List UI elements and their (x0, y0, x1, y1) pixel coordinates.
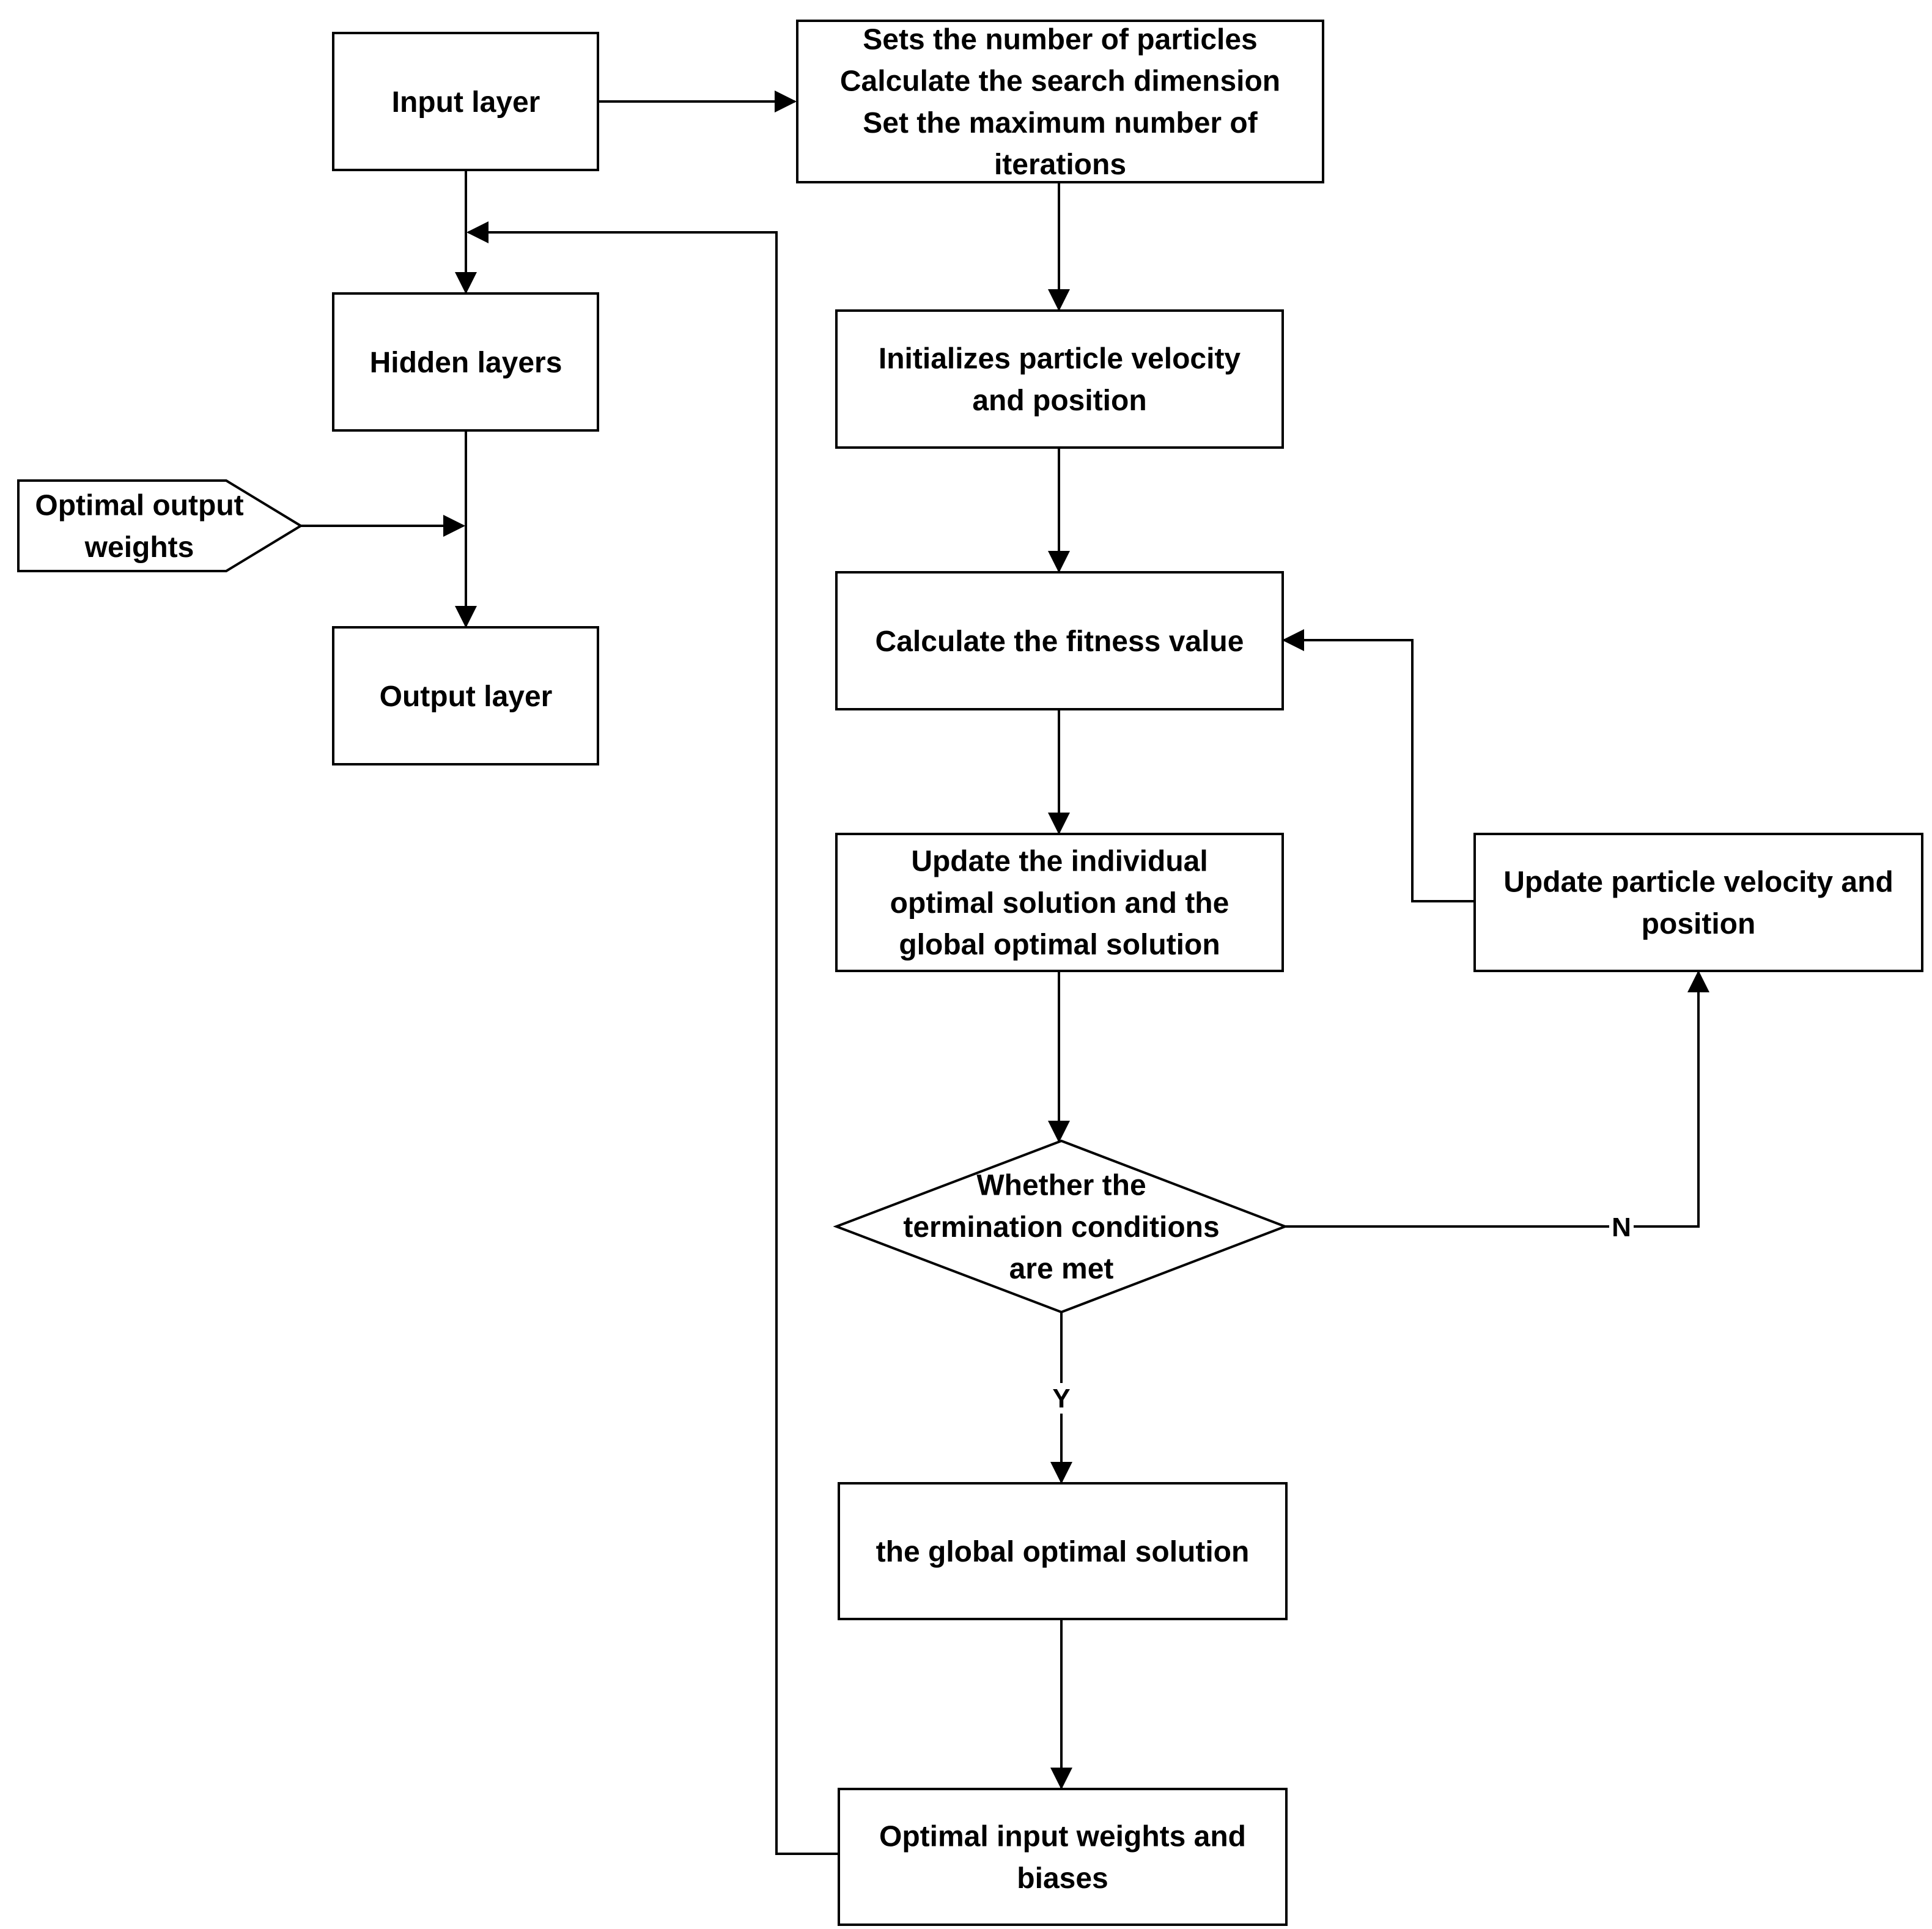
node-text-line: position (1642, 908, 1756, 940)
node-text-line: Optimal input weights and (879, 1821, 1246, 1853)
node-optimal-input: Optimal input weights and biases (838, 1788, 1288, 1926)
edge-label-no: N (1612, 1212, 1631, 1242)
node-fitness: Calculate the fitness value (835, 571, 1284, 710)
connectors (301, 90, 1709, 1855)
node-update-solutions-text: Update the individual optimal solution an… (890, 846, 1230, 961)
node-hidden-layers-text: Hidden layers (370, 347, 562, 379)
node-text-line: Optimal output (35, 490, 243, 522)
node-text-line: iterations (994, 149, 1126, 181)
node-input-layer-text: Input layer (392, 86, 540, 119)
node-termination-check: Whether the termination conditions are met (833, 1139, 1289, 1314)
node-global-solution-text: the global optimal solution (876, 1536, 1250, 1568)
node-text-line: weights (84, 531, 194, 564)
node-text-line: Update particle velocity and (1503, 866, 1893, 899)
edge-label-yes-bg (1048, 1383, 1075, 1414)
edge-label-yes: Y (1052, 1384, 1070, 1414)
node-text-line: Hidden layers (370, 347, 562, 379)
node-optimal-output-weights-text: Optimal output weights (35, 490, 243, 564)
edge-optimal-input-feedback (466, 221, 839, 1855)
edge-check-no-to-velocity (1285, 970, 1709, 1228)
edge-label-no-bg (1609, 1213, 1634, 1240)
node-text-line: Whether the (976, 1170, 1146, 1202)
node-text-line: are met (1009, 1253, 1114, 1285)
node-optimal-output-weights: Optimal output weights (17, 479, 303, 572)
node-update-velocity: Update particle velocity and position (1473, 833, 1923, 972)
node-text-line: Calculate the search dimension (840, 65, 1280, 98)
node-text-line: optimal solution and the (890, 887, 1230, 920)
node-init-particles-text: Initializes particle velocity and positio… (879, 343, 1241, 417)
node-termination-check-text: Whether the termination conditions are met (903, 1170, 1219, 1285)
node-input-layer: Input layer (332, 32, 599, 171)
node-text-line: global optimal solution (899, 929, 1220, 961)
node-text-line: Sets the number of particles (863, 24, 1258, 56)
node-init-particles: Initializes particle velocity and positio… (835, 309, 1284, 449)
node-text-line: the global optimal solution (876, 1536, 1250, 1568)
node-text-line: Initializes particle velocity (879, 343, 1241, 375)
node-fitness-text: Calculate the fitness value (876, 625, 1244, 658)
node-text-line: Update the individual (911, 846, 1208, 878)
node-global-solution: the global optimal solution (838, 1482, 1288, 1620)
node-update-solutions: Update the individual optimal solution an… (835, 833, 1284, 972)
node-text-line: Input layer (392, 86, 540, 119)
node-update-velocity-text: Update particle velocity and position (1503, 866, 1893, 940)
node-text-line: Set the maximum number of (863, 107, 1258, 139)
node-optimal-input-text: Optimal input weights and biases (879, 1821, 1246, 1895)
node-output-layer-text: Output layer (380, 680, 553, 713)
node-text-line: Output layer (380, 680, 553, 713)
node-output-layer: Output layer (332, 626, 599, 765)
node-text-line: and position (972, 385, 1146, 417)
node-hidden-layers: Hidden layers (332, 292, 599, 432)
node-text-line: termination conditions (903, 1211, 1219, 1244)
edge-velocity-to-fitness (1282, 629, 1473, 902)
node-text-line: biases (1017, 1862, 1108, 1895)
node-text-line: Calculate the fitness value (876, 625, 1244, 658)
